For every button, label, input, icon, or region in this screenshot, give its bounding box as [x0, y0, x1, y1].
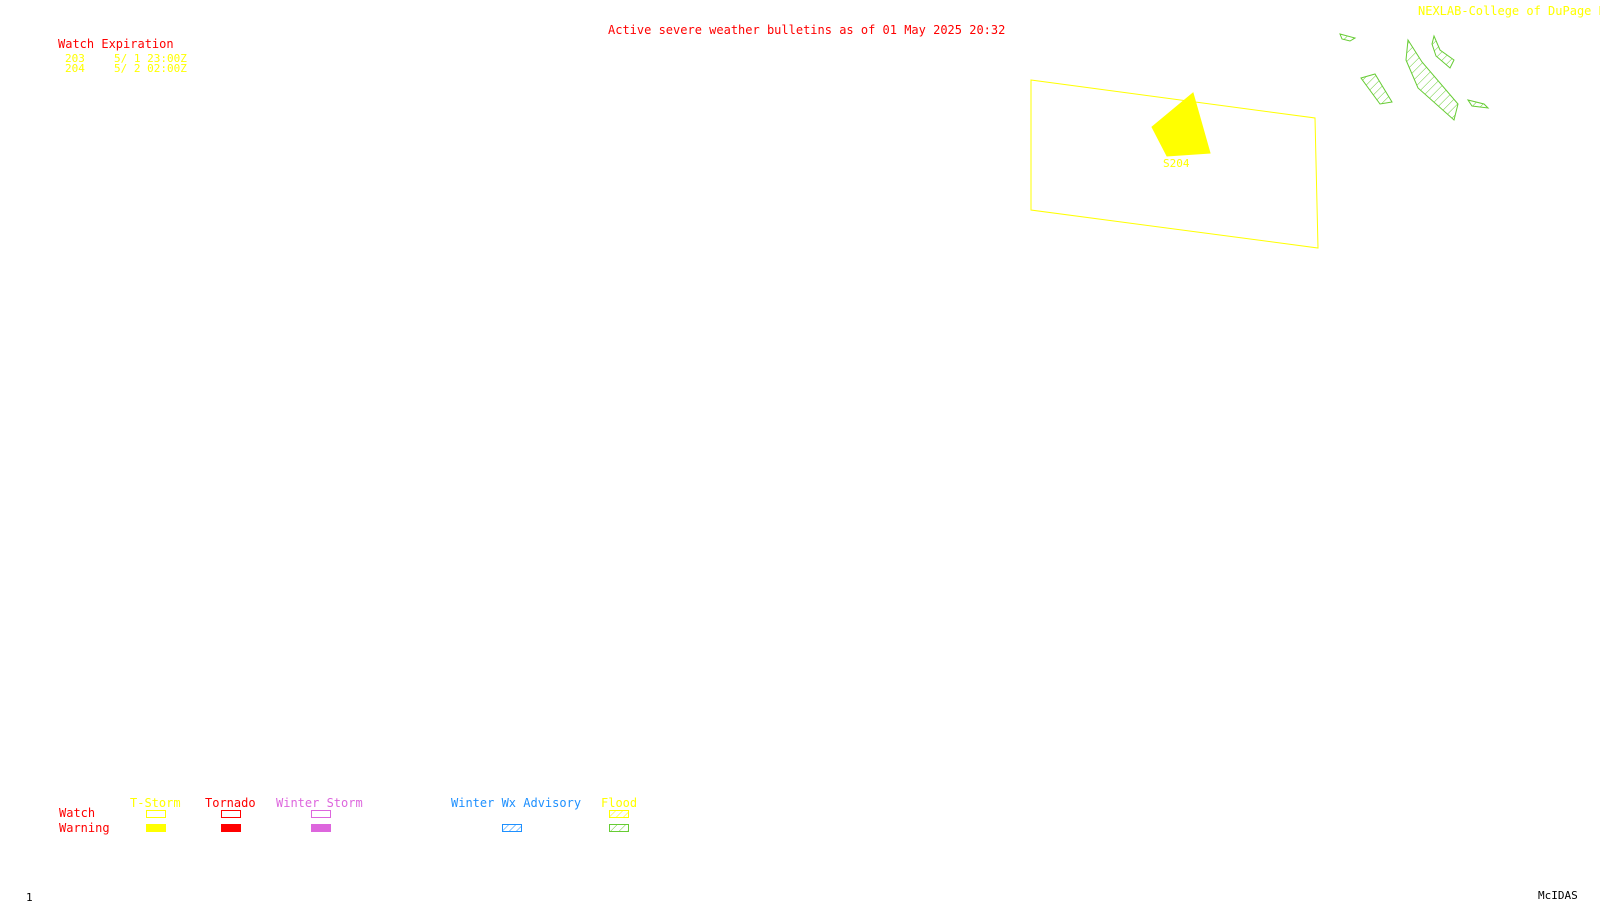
- legend-row-label-watch: Watch: [59, 806, 96, 820]
- legend-label-flood: Flood: [601, 796, 638, 810]
- legend-swatch-tornado-warning: [221, 824, 241, 832]
- legend-label-winter-storm: Winter Storm: [276, 796, 363, 810]
- legend-label-tornado: Tornado: [205, 796, 256, 810]
- watch-row-id: 203: [65, 52, 85, 65]
- software-label: McIDAS: [1538, 889, 1578, 902]
- legend-swatch-tstorm-warning: [146, 824, 166, 832]
- flood-warning-polygon: [1466, 99, 1490, 109]
- legend-swatch-tornado-watch: [221, 810, 241, 818]
- legend-swatch-flood-warning: [609, 824, 629, 832]
- page-title: Active severe weather bulletins as of 01…: [608, 23, 1006, 37]
- tstorm-warning-polygon: [1151, 92, 1211, 157]
- flood-warning-polygon: [1360, 73, 1393, 105]
- frame-number: 1: [26, 891, 33, 904]
- legend-label-winter-wx-advisory: Winter Wx Advisory: [451, 796, 582, 810]
- legend-row-label-warning: Warning: [59, 821, 110, 835]
- legend-swatch-winter-wx-advisory: [502, 824, 522, 832]
- tstorm-watch-box: [1030, 79, 1319, 249]
- watch-expiration-heading: Watch Expiration: [58, 37, 174, 51]
- flood-warning-polygon: [1405, 38, 1459, 121]
- flood-warning-polygon: [1339, 33, 1357, 42]
- legend-swatch-tstorm-watch: [146, 810, 166, 818]
- legend-label-tstorm: T-Storm: [130, 796, 181, 810]
- watch-row-expires: 5/ 1 23:00Z: [114, 52, 187, 65]
- legend-swatch-flood-watch: [609, 810, 629, 818]
- legend-swatch-winter-storm-warning: [311, 824, 331, 832]
- watch-row-id: 204: [65, 62, 85, 75]
- flood-warning-polygon: [1431, 34, 1455, 69]
- watch-box-label: S204: [1163, 157, 1190, 170]
- legend-swatch-winter-storm-watch: [311, 810, 331, 818]
- watch-row-expires: 5/ 2 02:00Z: [114, 62, 187, 75]
- credit-text: NEXLAB-College of DuPage R: [1418, 4, 1600, 18]
